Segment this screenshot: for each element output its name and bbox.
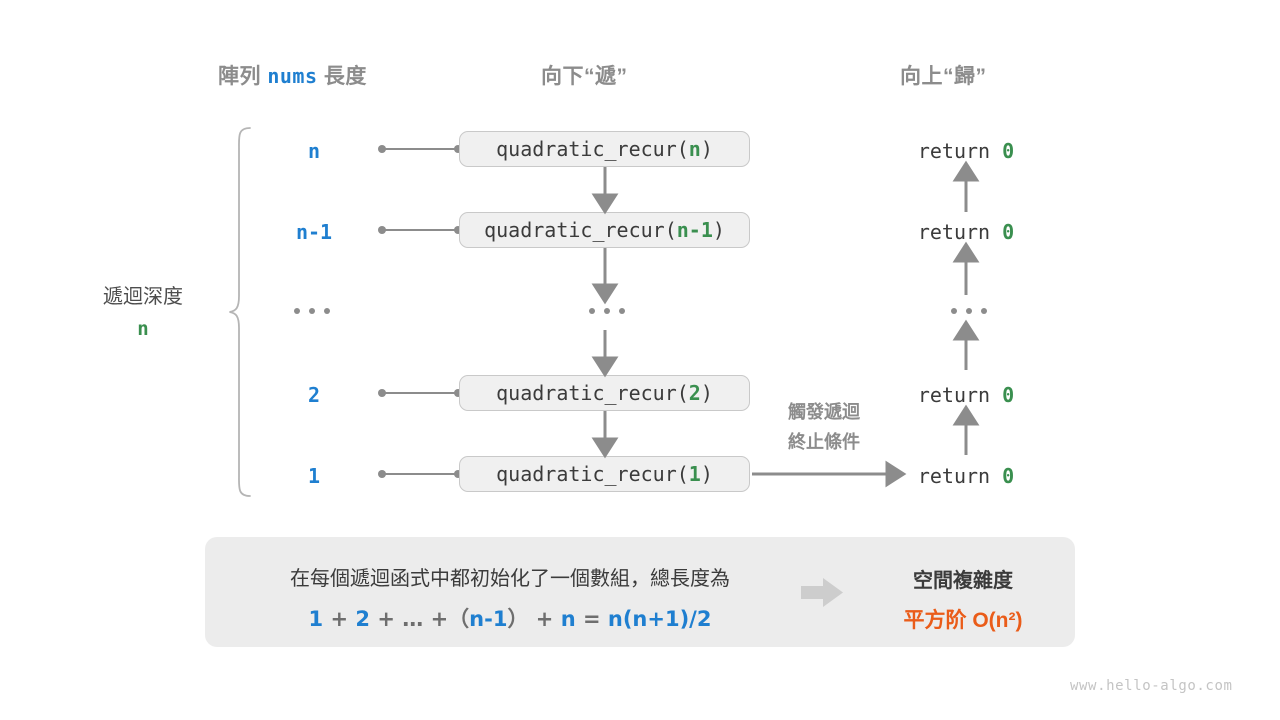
recursion-depth-text: 遞迴深度: [103, 286, 183, 308]
formula-term-4: n: [560, 607, 576, 631]
column-header-ascend: 向上“歸”: [900, 65, 987, 88]
function-close-row-0: ): [700, 137, 713, 161]
space-complexity-value: 平方阶 O(n²): [903, 609, 1023, 632]
return-statement-row-2-ellipsis: [951, 308, 987, 314]
formula-paren-close: ）: [507, 607, 529, 631]
function-name-row-0: quadratic_recur(: [496, 137, 689, 161]
space-complexity-title: 空間複雜度: [913, 570, 1013, 592]
function-close-row-4: ): [700, 462, 713, 486]
size-label-row-3: 2: [307, 383, 321, 407]
column-header-descend: 向下“遞”: [541, 65, 628, 88]
return-value-row-4: 0: [1002, 464, 1015, 488]
function-name-row-3: quadratic_recur(: [496, 381, 689, 405]
function-box-row-4[interactable]: quadratic_recur(1): [459, 456, 750, 492]
function-arg-row-3: 2: [688, 381, 701, 405]
function-arg-row-0: n: [688, 137, 701, 161]
formula-result: n(n+1)/2: [607, 607, 712, 631]
return-statement-row-0: return 0: [878, 139, 1054, 163]
depth-brace-icon: [229, 127, 251, 497]
function-name-row-1: quadratic_recur(: [484, 218, 677, 242]
watermark: www.hello-algo.com: [1070, 678, 1233, 694]
terminate-note-line-1: 觸發遞迴: [788, 402, 860, 422]
return-value-row-1: 0: [1002, 220, 1015, 244]
connector-row-0: [378, 142, 462, 156]
implies-arrow-icon: [801, 578, 843, 607]
header-left-prefix: 陣列: [218, 65, 261, 88]
formula-op-4: +: [535, 607, 554, 631]
return-statement-row-4: return 0: [878, 464, 1054, 488]
formula-term-2: 2: [355, 607, 371, 631]
return-value-row-0: 0: [1002, 139, 1015, 163]
size-label-row-0: n: [307, 139, 321, 163]
formula-term-3: n-1: [469, 607, 508, 631]
return-statement-row-3: return 0: [878, 383, 1054, 407]
size-label-row-2-ellipsis: [294, 308, 330, 314]
formula-op-2: +: [377, 607, 395, 631]
summary-formula: 1 + 2 + … +（n-1） + n = n(n+1)/2: [230, 603, 790, 633]
function-name-row-4: quadratic_recur(: [496, 462, 689, 486]
function-arg-row-1: n-1: [676, 218, 713, 242]
terminate-condition-note: 觸發遞迴 終止條件: [751, 398, 897, 457]
return-keyword-row-4: return: [917, 464, 991, 488]
size-label-row-1: n-1: [295, 220, 333, 244]
connector-row-3: [378, 386, 462, 400]
function-box-row-2-ellipsis: [589, 308, 625, 314]
function-arg-row-4: 1: [688, 462, 701, 486]
formula-paren-open: （: [448, 607, 470, 631]
formula-term-1: 1: [308, 607, 324, 631]
header-left-mono: nums: [267, 64, 318, 88]
function-close-row-1: ): [712, 218, 725, 242]
return-keyword-row-1: return: [917, 220, 991, 244]
terminate-note-line-2: 終止條件: [788, 431, 860, 452]
connector-row-1: [378, 223, 462, 237]
recursion-depth-value: n: [137, 318, 149, 340]
function-box-row-0[interactable]: quadratic_recur(n): [459, 131, 750, 167]
formula-equals: =: [582, 607, 601, 631]
size-label-row-4: 1: [307, 464, 321, 488]
return-value-row-3: 0: [1002, 383, 1015, 407]
return-keyword-row-0: return: [917, 139, 991, 163]
summary-description: 在每個遞迴函式中都初始化了一個數組，總長度為: [290, 568, 730, 590]
return-statement-row-1: return 0: [878, 220, 1054, 244]
connector-row-4: [378, 467, 462, 481]
formula-op-1: +: [330, 607, 349, 631]
formula-ellipsis: …: [402, 607, 424, 631]
recursion-depth-label: 遞迴深度 n: [78, 281, 208, 345]
function-close-row-3: ): [700, 381, 713, 405]
column-header-array-length: 陣列 nums 長度: [218, 60, 367, 90]
formula-op-3: +: [430, 607, 449, 631]
summary-panel: [205, 537, 1075, 647]
header-left-suffix: 長度: [323, 65, 367, 88]
return-keyword-row-3: return: [917, 383, 991, 407]
